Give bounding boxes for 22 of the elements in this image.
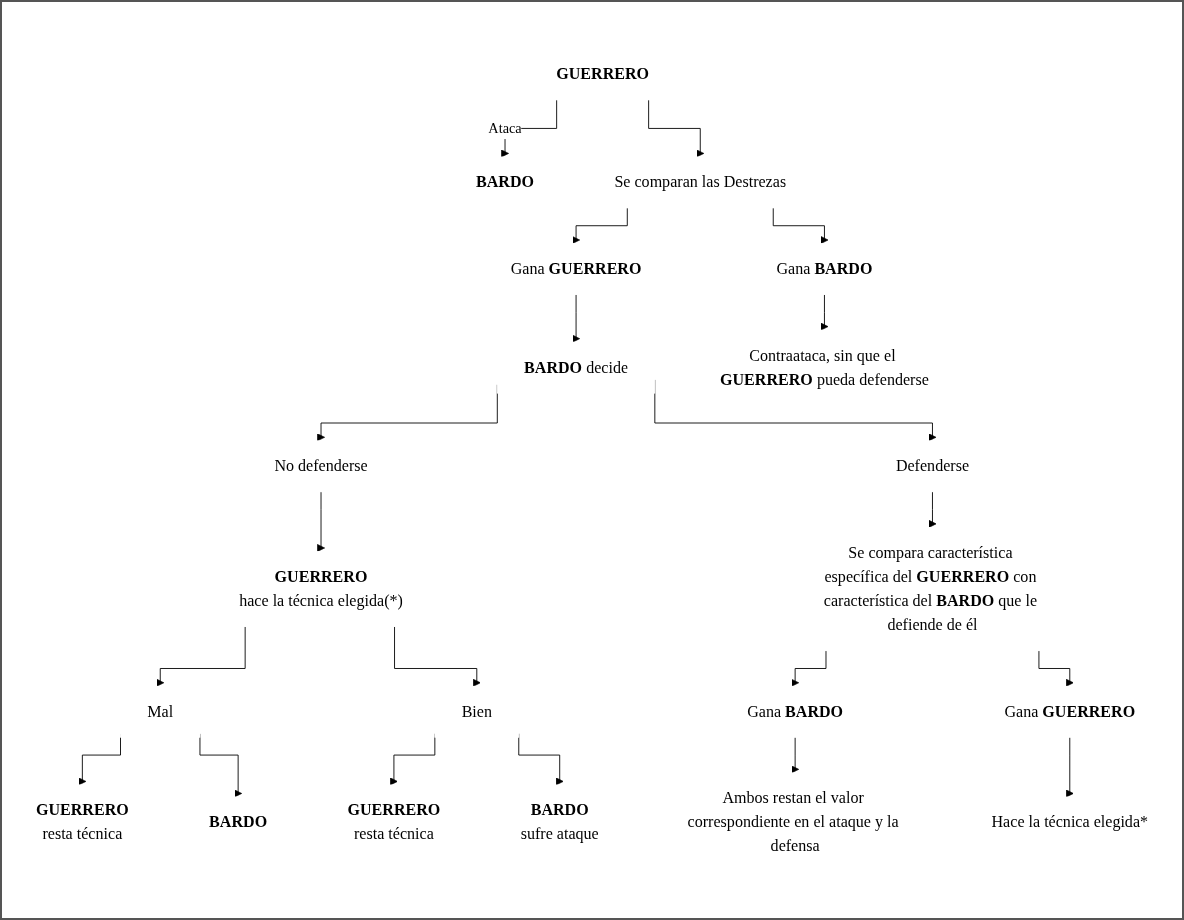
node-text: Hace la técnica elegida* <box>991 812 1149 831</box>
node-text: GUERRERO hace la técnica elegida(*) <box>239 567 403 610</box>
node-text: Se comparan las Destrezas <box>614 172 787 191</box>
node-text: Mal <box>147 701 174 720</box>
node-text: No defenderse <box>274 456 368 475</box>
node-text: Contraataca, sin que el GUERRERO pueda defenderse <box>720 345 929 388</box>
node-text: Gana GUERRERO <box>1004 701 1136 720</box>
node-text: BARDO sufre ataque <box>520 800 599 843</box>
node-text: BARDO decide <box>524 357 629 376</box>
node-text: GUERRERO resta técnica <box>347 800 441 843</box>
node-text: GUERRERO resta técnica <box>35 800 129 843</box>
edge-label: Ataca <box>488 119 522 136</box>
node-text: Gana BARDO <box>747 701 844 720</box>
node-text: GUERRERO <box>556 64 650 83</box>
node-text: Gana GUERRERO <box>510 259 642 277</box>
node-text: BARDO <box>476 172 535 191</box>
node-text: Defenderse <box>895 456 970 475</box>
node-text: Bien <box>461 701 492 720</box>
node-text: Gana BARDO <box>776 259 873 277</box>
node-text: Ambos restan el valor correspondiente en el ataque y la defensa <box>687 788 899 855</box>
node-text: Se compara característica específica del GUERRERO con característica del BARDO que le defiende de él <box>823 543 1038 634</box>
node-text: BARDO <box>209 812 268 831</box>
